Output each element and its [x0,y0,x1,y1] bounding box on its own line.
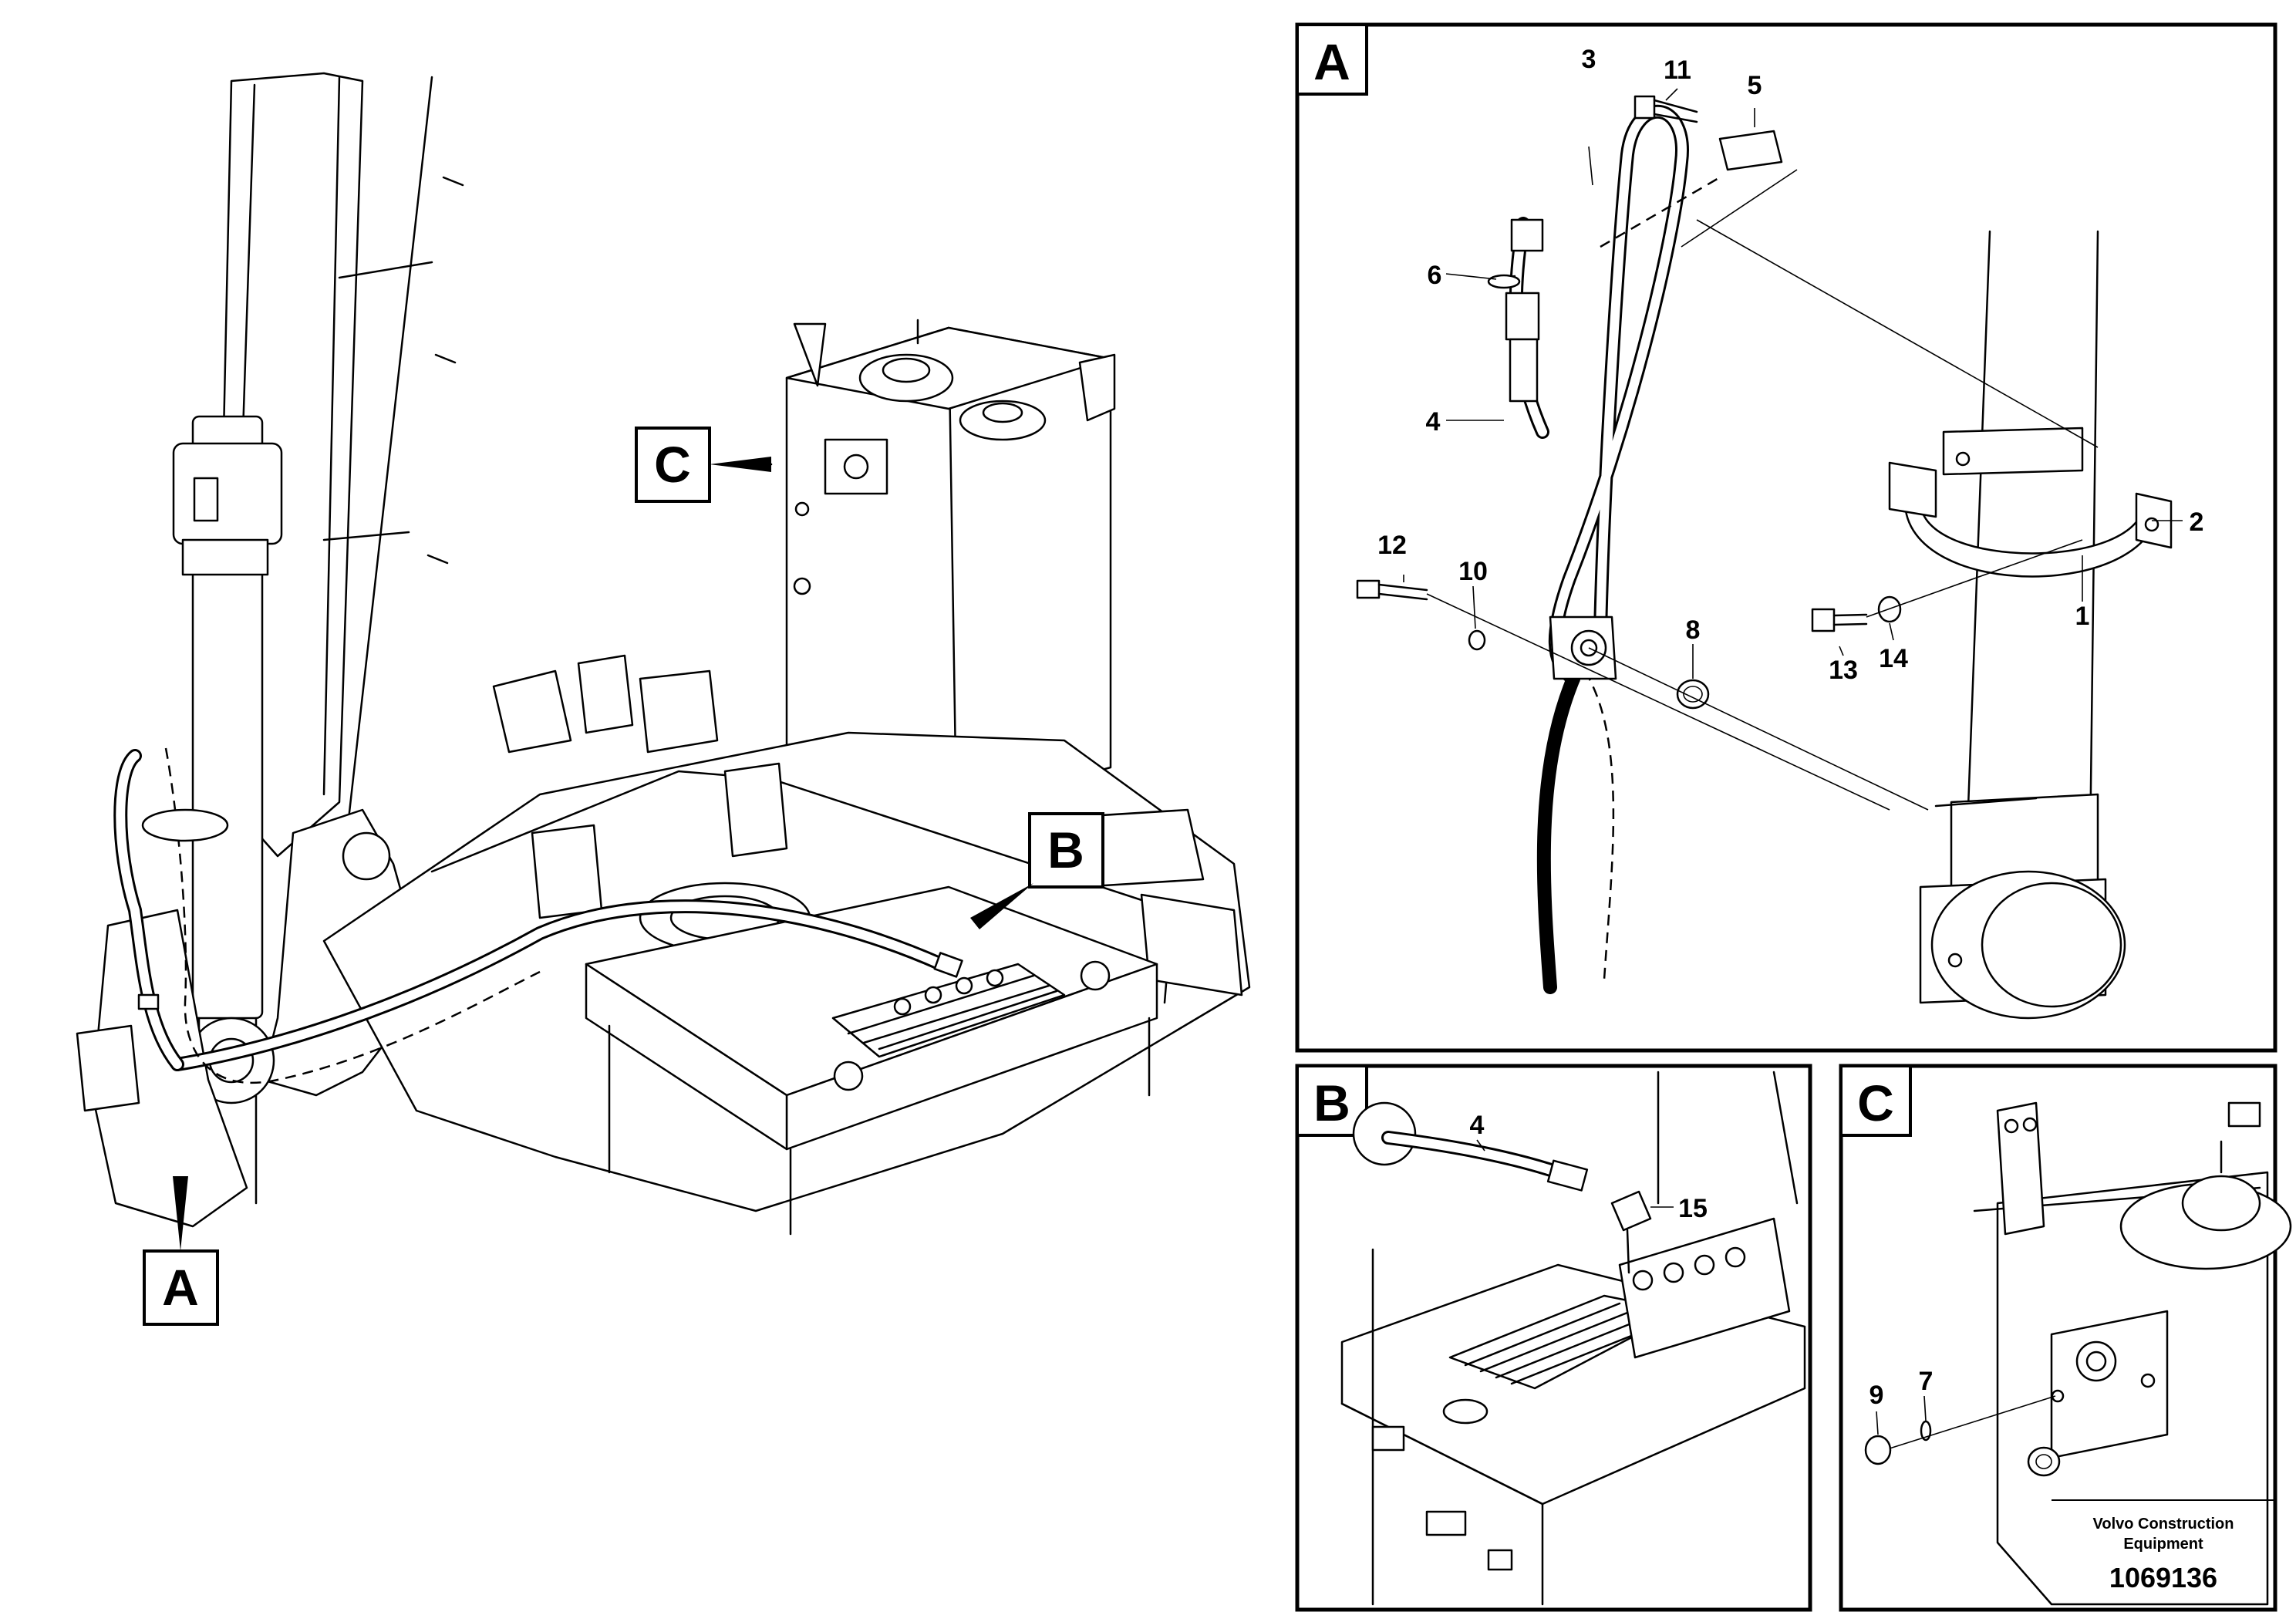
hose-route [113,747,963,1084]
main-ref-a: A [143,1176,219,1326]
callout-1: 1 [2075,602,2090,631]
hose-loop [1505,105,1689,994]
arrow-icon [710,457,771,472]
hose-b [1381,1131,1674,1274]
document-number: 1069136 [2109,1562,2217,1593]
boom-cylinder-detail [1919,230,2126,1020]
brand-line-1: Volvo Construction [2093,1516,2234,1533]
callout-b-4: 4 [1470,1111,1485,1140]
hose-clamp [1888,427,2173,578]
detail-b-badge: B [1313,1074,1350,1131]
valve-block-detail [1340,1071,1806,1606]
callout-15: 15 [1678,1194,1708,1223]
callout-9: 9 [1870,1381,1884,1410]
plug-and-seal [1864,1395,2056,1465]
callout-10: 10 [1458,557,1488,586]
leaders-a [1403,88,2183,811]
callout-5: 5 [1748,71,1762,100]
main-ref-b-label: B [1047,821,1084,878]
main-ref-c-label: C [654,436,691,493]
detail-a-badge: A [1313,33,1350,90]
callout-13: 13 [1829,656,1858,685]
main-ref-c: C [635,427,773,503]
detail-view-a: A [1295,22,2277,1053]
arrow-icon [970,883,1033,929]
callout-8: 8 [1686,615,1701,645]
detail-view-b: B 4 15 [1295,1064,1812,1612]
callout-4: 4 [1426,407,1441,437]
main-ref-a-label: A [162,1259,199,1316]
callout-11: 11 [1664,56,1691,85]
detail-c-badge: C [1857,1074,1894,1131]
callout-14: 14 [1879,644,1908,673]
control-valve [585,885,1158,1236]
callout-6: 6 [1428,261,1442,290]
arrow-icon [173,1176,188,1251]
callout-2: 2 [2190,508,2204,537]
callout-3: 3 [1582,45,1596,74]
main-ref-b: B [970,812,1104,929]
callout-12: 12 [1377,531,1407,560]
callout-7: 7 [1919,1367,1934,1396]
detail-view-c: C 9 7 [1839,1064,2292,1612]
brand-line-2: Equipment [2123,1536,2203,1553]
tank-detail [1973,1101,2292,1606]
title-block: Volvo Construction Equipment 1069136 [2052,1499,2275,1593]
main-view: C B A [76,72,1251,1326]
fasteners-a [1356,95,1902,710]
hydraulic-tank [785,319,1116,811]
